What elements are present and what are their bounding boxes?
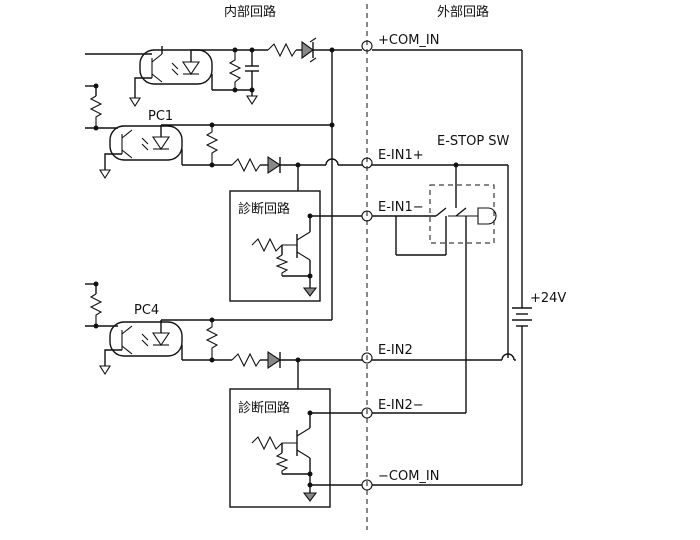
diag1-label: 診断回路 xyxy=(238,201,290,217)
label-ein2: E-IN2 xyxy=(378,343,413,358)
supply-label: +24V xyxy=(530,291,566,306)
diag2-label: 診断回路 xyxy=(238,400,290,416)
optocoupler-pc4 xyxy=(109,321,183,357)
resistor-icon xyxy=(231,157,261,173)
resistor-icon xyxy=(275,254,289,276)
resistor-icon xyxy=(231,352,261,368)
pc1-label: PC1 xyxy=(148,109,173,124)
estop-label: E-STOP SW xyxy=(437,134,510,149)
resistor-icon xyxy=(205,125,219,165)
ground-icon xyxy=(302,492,318,502)
terminal-ein1-plus[interactable] xyxy=(361,157,373,169)
label-ein1-minus: E-IN1− xyxy=(378,200,424,215)
resistor-icon xyxy=(228,50,242,90)
diagnostic-box-1 xyxy=(229,190,321,302)
diode-icon xyxy=(267,350,281,370)
label-ein1-plus: E-IN1+ xyxy=(378,148,424,163)
resistor-icon xyxy=(89,293,103,326)
external-circuit-label: 外部回路 xyxy=(437,4,489,20)
diode-icon xyxy=(301,40,314,60)
switch-icon xyxy=(372,165,497,413)
internal-circuit-label: 内部回路 xyxy=(224,4,276,20)
resistor-icon xyxy=(251,237,297,253)
transistor-icon xyxy=(296,427,311,459)
label-ein2-minus: E-IN2− xyxy=(378,398,424,413)
resistor-icon xyxy=(275,452,289,474)
label-com-plus: +COM_IN xyxy=(378,33,439,48)
diagnostic-box-2 xyxy=(229,388,331,508)
resistor-icon xyxy=(267,42,297,58)
resistor-icon xyxy=(205,320,219,360)
label-com-minus: −COM_IN xyxy=(378,469,439,484)
optocoupler-top xyxy=(139,49,213,85)
resistor-icon xyxy=(89,95,103,128)
estop-switch[interactable] xyxy=(429,184,495,244)
optocoupler-pc1 xyxy=(109,125,183,161)
ground-icon xyxy=(302,287,318,297)
diode-icon xyxy=(267,155,281,175)
pc4-label: PC4 xyxy=(134,303,159,318)
terminal-ein2[interactable] xyxy=(361,352,373,364)
transistor-icon xyxy=(296,231,311,261)
ground-icon xyxy=(129,97,141,108)
terminal-com-plus[interactable] xyxy=(361,40,373,52)
resistor-icon xyxy=(251,435,297,451)
battery-icon xyxy=(512,307,532,327)
